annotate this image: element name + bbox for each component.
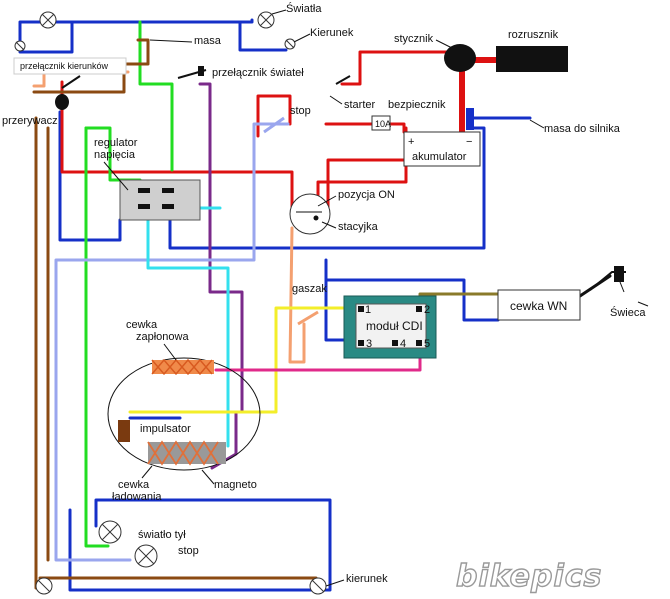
wire-red-stop bbox=[256, 94, 292, 138]
rear-light-bulb bbox=[98, 520, 122, 544]
ignition-coil-winding bbox=[151, 358, 214, 376]
flasher-unit bbox=[55, 75, 81, 110]
charging-coil-winding bbox=[147, 440, 226, 466]
label-stacyjka: stacyjka bbox=[338, 221, 379, 233]
label-stop-bottom: stop bbox=[178, 545, 199, 557]
spark-plug bbox=[589, 266, 626, 293]
label-battery-plus: + bbox=[408, 136, 414, 148]
labels: Światła Kierunek masa przełącznik kierun… bbox=[2, 2, 649, 587]
wire-red-starter bbox=[340, 50, 448, 86]
label-cewka-ladowania-l2: ładowania bbox=[112, 491, 162, 503]
wire-lightblue-stop bbox=[54, 122, 290, 562]
label-cdi-pin4: 4 bbox=[400, 338, 406, 350]
turn-signal-rear-right bbox=[309, 577, 327, 595]
watermark-logo: bikepics bbox=[456, 559, 602, 594]
label-cdi-pin3: 3 bbox=[366, 338, 372, 350]
label-cewka-zaplonowa-l2: zapłonowa bbox=[136, 331, 189, 343]
wire-blue-to-cdi bbox=[324, 258, 500, 322]
label-impulsator: impulsator bbox=[140, 423, 191, 435]
turn-signal-right-top bbox=[284, 38, 296, 50]
label-cewka-ladowania-l1: cewka bbox=[118, 479, 150, 491]
label-kierunek-bottom: kierunek bbox=[346, 573, 388, 585]
wire-green-left bbox=[84, 126, 110, 548]
label-magneto: magneto bbox=[214, 479, 257, 491]
magneto-ellipse bbox=[107, 357, 261, 471]
cdi-module bbox=[343, 295, 437, 359]
starter-button bbox=[335, 75, 351, 85]
wire-blue-left-vertical bbox=[58, 110, 122, 242]
ignition-switch bbox=[289, 193, 331, 235]
label-akumulator: akumulator bbox=[412, 151, 467, 163]
ht-coil-box bbox=[497, 289, 581, 321]
wire-brown-top bbox=[32, 38, 150, 94]
battery-ground-post bbox=[466, 108, 474, 130]
turn-switch-label-box bbox=[13, 57, 127, 75]
fuse bbox=[371, 115, 391, 131]
label-cewka-zaplonowa-l1: cewka bbox=[126, 319, 158, 331]
label-regulator-l2: napięcia bbox=[94, 149, 136, 161]
label-przelacznik-swiatel: przełącznik świateł bbox=[212, 67, 304, 79]
wire-blue-lights-right bbox=[18, 20, 74, 54]
wire-red-fuse bbox=[324, 122, 406, 134]
starter-motor bbox=[496, 46, 568, 72]
label-starter: starter bbox=[344, 99, 376, 111]
label-kierunek-top: Kierunek bbox=[310, 27, 354, 39]
label-masa-do-silnika: masa do silnika bbox=[544, 123, 621, 135]
label-stop-top: stop bbox=[290, 105, 311, 117]
wire-green-main bbox=[138, 20, 174, 172]
label-przerywacz: przerywacz bbox=[2, 115, 58, 127]
wire-blue-cdi-lower bbox=[324, 278, 352, 342]
label-przelacznik-kierunkow: przełącznik kierunków bbox=[20, 61, 109, 71]
label-cewka-wn: cewka WN bbox=[510, 299, 567, 313]
kill-switch bbox=[297, 310, 319, 326]
label-gaszak: gaszak bbox=[292, 283, 327, 295]
starter-solenoid bbox=[444, 44, 476, 72]
label-cdi-pin5: 5 bbox=[424, 338, 430, 350]
label-cdi-pin1: 1 bbox=[365, 304, 371, 316]
label-pozycja-on: pozycja ON bbox=[338, 189, 395, 201]
turn-signal-rear-left bbox=[35, 577, 53, 595]
light-bulb-right bbox=[257, 11, 275, 29]
label-cdi-pin2: 2 bbox=[424, 304, 430, 316]
label-masa: masa bbox=[194, 35, 222, 47]
pickup-sensor bbox=[118, 420, 130, 442]
label-battery-minus: − bbox=[466, 136, 472, 148]
wire-orange-stacyjka bbox=[288, 226, 306, 364]
label-swiatla: Światła bbox=[286, 2, 322, 15]
label-regulator-l1: regulator bbox=[94, 137, 138, 149]
wire-yellow bbox=[128, 306, 352, 414]
voltage-regulator bbox=[119, 179, 201, 221]
wire-blue-top bbox=[18, 18, 254, 46]
stop-light-bulb bbox=[134, 544, 158, 568]
wire-brown-left bbox=[34, 116, 42, 590]
label-modul-cdi: moduł CDI bbox=[366, 319, 423, 333]
light-bulb-left bbox=[39, 11, 57, 29]
wire-cyan-reg bbox=[146, 188, 230, 448]
label-rozrusznik: rozrusznik bbox=[508, 29, 559, 41]
battery bbox=[403, 131, 481, 167]
stop-switch-top bbox=[263, 116, 285, 134]
label-swiatlo-tyl: światło tył bbox=[138, 529, 186, 541]
label-fuse-value: 10A bbox=[375, 119, 391, 129]
label-bezpiecznik: bezpiecznik bbox=[388, 99, 446, 111]
turn-signal-left-top bbox=[14, 40, 26, 52]
wire-blue-reg-ground bbox=[168, 126, 486, 250]
label-swieca: Świeca bbox=[610, 306, 646, 319]
light-switch bbox=[177, 66, 207, 79]
wire-blue-masa bbox=[238, 20, 288, 52]
label-stycznik: stycznik bbox=[394, 33, 434, 45]
